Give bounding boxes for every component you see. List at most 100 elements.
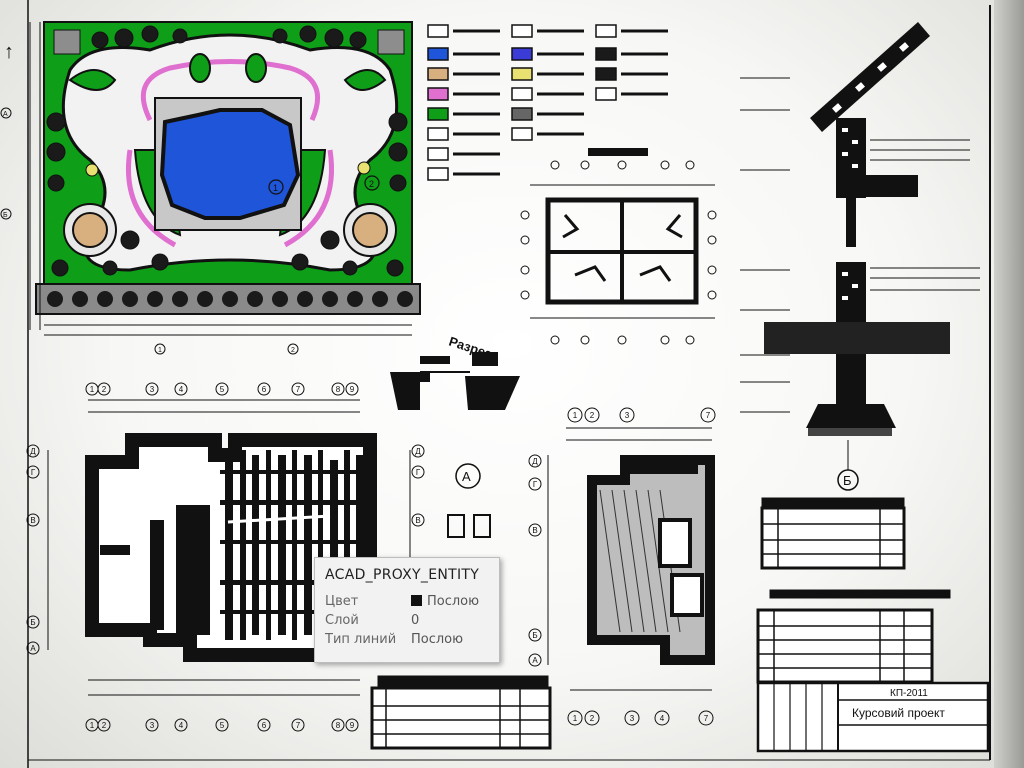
main-plan-row-label: В xyxy=(30,516,35,525)
right-plan-row-label: В xyxy=(532,526,537,535)
main-plan-row-right-circle xyxy=(411,444,425,458)
main-plan-row-right-circle xyxy=(411,465,425,479)
main-plan-row-right-label: В xyxy=(415,516,420,525)
schedule-table-1 xyxy=(760,497,906,570)
main-plan-row-label: Б xyxy=(30,618,35,627)
main-plan-axis-label: 3 xyxy=(150,385,155,394)
site-plan: 1 2 xyxy=(0,21,421,355)
main-plan-axis-bottom-circle xyxy=(345,718,359,732)
right-plan-axis-bottom-label: 7 xyxy=(704,714,709,723)
main-plan-axis-bottom-label: 9 xyxy=(350,721,355,730)
main-plan-row-circle xyxy=(26,641,40,655)
main-plan-axis-bottom-circle xyxy=(331,718,345,732)
right-plan-axis-bottom-label: 4 xyxy=(660,714,665,723)
tooltip-label-layer: Слой xyxy=(325,613,359,628)
main-plan-row-label: Г xyxy=(31,468,36,477)
right-plan-axis-label: 7 xyxy=(706,411,711,420)
right-plan-axis-label: 2 xyxy=(590,411,595,420)
tooltip-title: ACAD_PROXY_ENTITY xyxy=(325,567,480,583)
right-plan-row-label: Б xyxy=(532,631,537,640)
main-plan-axis-label: 2 xyxy=(102,385,107,394)
right-plan-axis-bottom-circle xyxy=(654,710,670,726)
stamp-title: Курсовий проект xyxy=(852,706,945,720)
main-plan-axis-label: 4 xyxy=(179,385,184,394)
right-plan-axis-bottom-circle xyxy=(698,710,714,726)
tooltip-value-layer: 0 xyxy=(411,613,420,628)
color-swatch-icon xyxy=(411,595,422,606)
right-plan-row-circle xyxy=(528,628,542,642)
small-floor-plan xyxy=(520,148,717,345)
right-plan-row-circle xyxy=(528,477,542,491)
title-block: КП-2011 Курсовий проект xyxy=(756,681,990,753)
main-plan-axis-circle xyxy=(174,382,188,396)
main-plan-axis-label: 6 xyxy=(262,385,267,394)
main-plan-axis-circle xyxy=(215,382,229,396)
right-plan-axis-bottom-label: 1 xyxy=(573,714,578,723)
main-plan-axis-label: 1 xyxy=(90,385,95,394)
tooltip-label-linetype: Тип линий xyxy=(325,632,397,647)
main-plan-axis-circle xyxy=(291,382,305,396)
wall-section-detail: Б xyxy=(740,22,980,491)
main-plan-axis-circle xyxy=(257,382,271,396)
main-plan-axis-label: 7 xyxy=(296,385,301,394)
site-row-a: А xyxy=(3,111,8,118)
schedule-table-2 xyxy=(756,589,951,684)
main-plan-axis-label: 5 xyxy=(220,385,225,394)
detail-letter: А xyxy=(462,469,471,484)
main-plan-axis-bottom-label: 1 xyxy=(90,721,95,730)
north-arrow-icon: ↑ xyxy=(4,41,14,63)
cross-section: Разрез xyxy=(390,334,520,410)
site-marker-1: 1 xyxy=(273,183,278,193)
main-plan-row-right-label: Г xyxy=(416,468,421,477)
main-plan-axis-bottom-circle xyxy=(174,718,188,732)
section-letter: Б xyxy=(843,473,852,488)
main-plan-axis-bottom-circle xyxy=(257,718,271,732)
right-plan-axis-bottom-circle xyxy=(567,710,583,726)
tooltip-value-color: Послою xyxy=(411,594,479,609)
main-plan-axis-bottom-label: 7 xyxy=(296,721,301,730)
site-marker-2: 2 xyxy=(369,179,374,189)
right-plan-axis-circle xyxy=(700,407,716,423)
main-plan-axis-bottom-label: 8 xyxy=(336,721,341,730)
site-axis-2: 2 xyxy=(291,347,295,354)
tooltip-value-linetype: Послою xyxy=(411,632,464,647)
main-plan-axis-circle xyxy=(345,382,359,396)
main-plan-row-right-label: Д xyxy=(415,447,421,456)
right-plan-axis-circle xyxy=(567,407,583,423)
main-plan-row-circle xyxy=(26,513,40,527)
main-plan-axis-bottom-label: 2 xyxy=(102,721,107,730)
site-axis-1: 1 xyxy=(158,347,162,354)
right-plan-axis-bottom-circle xyxy=(624,710,640,726)
main-plan-axis-bottom-circle xyxy=(215,718,229,732)
main-plan-axis-circle xyxy=(331,382,345,396)
entity-tooltip: ACAD_PROXY_ENTITY Цвет Послою Слой 0 Тип… xyxy=(314,557,500,663)
main-plan-axis-bottom-label: 4 xyxy=(179,721,184,730)
main-plan-row-circle xyxy=(26,615,40,629)
right-plan-row-circle xyxy=(528,653,542,667)
main-plan-axis-label: 8 xyxy=(336,385,341,394)
main-plan-axis-bottom-circle xyxy=(97,718,111,732)
right-plan-row-label: Д xyxy=(532,457,538,466)
right-plan-axis-label: 1 xyxy=(573,411,578,420)
site-legend xyxy=(427,24,668,181)
main-plan-axis-bottom-label: 3 xyxy=(150,721,155,730)
monitor-bezel xyxy=(994,0,1024,768)
site-row-b: Б xyxy=(3,212,8,219)
main-plan-axis-bottom-label: 6 xyxy=(262,721,267,730)
right-plan-axis-label: 3 xyxy=(625,411,630,420)
main-plan-row-label: А xyxy=(30,644,36,653)
right-plan-axis-bottom-label: 3 xyxy=(630,714,635,723)
main-plan-row-right-circle xyxy=(411,513,425,527)
second-floor-plan xyxy=(547,427,715,691)
area-table xyxy=(370,675,552,750)
detail-a: А xyxy=(447,463,491,538)
main-plan-axis-bottom-circle xyxy=(145,718,159,732)
main-plan-axis-bottom-label: 5 xyxy=(220,721,225,730)
right-plan-row-circle xyxy=(528,454,542,468)
main-plan-row-circle xyxy=(26,444,40,458)
right-plan-row-label: Г xyxy=(533,480,538,489)
